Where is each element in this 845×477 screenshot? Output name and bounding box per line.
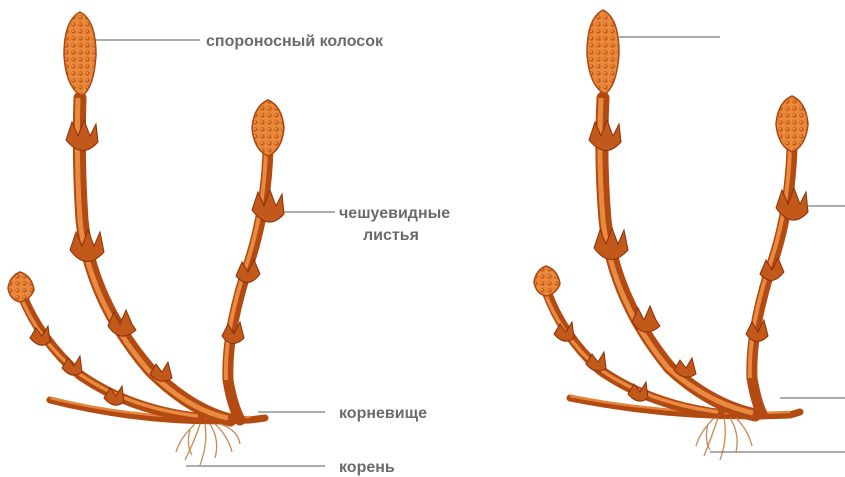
label-rhizome: корневище [339, 405, 427, 422]
cone-tall-right [587, 10, 619, 94]
cone-tall-left [64, 12, 96, 96]
cone-right-right [776, 96, 808, 152]
roots-left [176, 424, 240, 465]
label-root: корень [339, 459, 395, 476]
label-scale-leaves-2: листья [363, 227, 419, 244]
label-strobilus: спороносный колосок [206, 33, 384, 50]
cone-short-left [8, 272, 34, 302]
cone-right-left [252, 100, 284, 156]
roots-right [696, 418, 752, 460]
cone-short-right [534, 266, 560, 296]
plant-left: спороносный колосок чешуевидные листья к… [8, 12, 450, 476]
label-scale-leaves-1: чешуевидные [339, 205, 450, 222]
plant-right [534, 10, 845, 460]
